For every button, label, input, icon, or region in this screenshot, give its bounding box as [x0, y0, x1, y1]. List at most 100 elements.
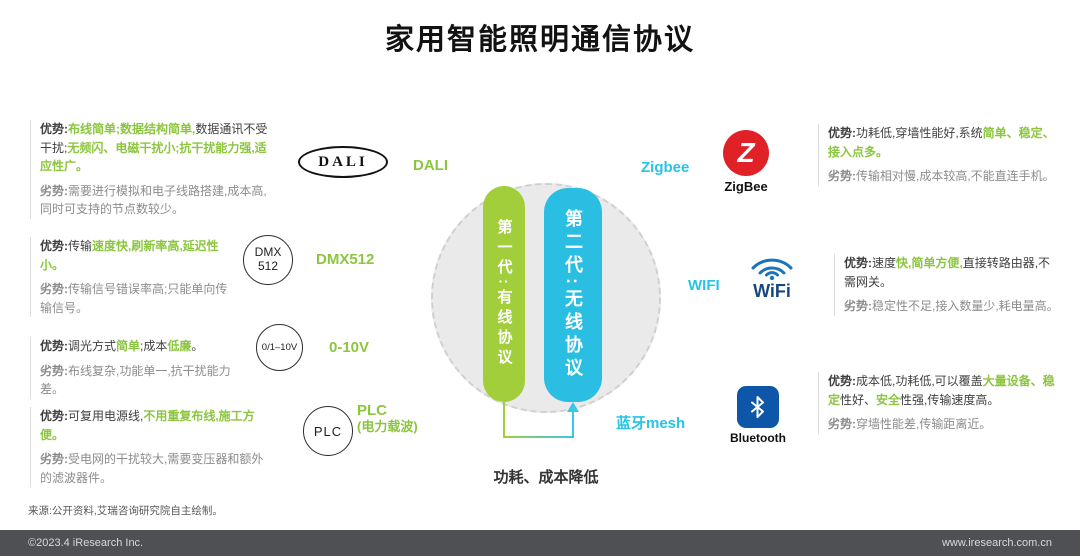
gen1-wired-pill: 第一代:有线协议: [483, 186, 525, 402]
text-segment: 优势:: [828, 126, 856, 140]
bluetooth-description: 优势:成本低,功耗低,可以覆盖大量设备、稳定性好、安全性强,传输速度高。 劣势:…: [818, 372, 1060, 434]
zero-ten-v-icon: 0/1–10V: [256, 324, 303, 371]
text-segment: 功耗低,穿墙性能好,系统: [856, 126, 983, 140]
text-segment: 穿墙性能差,传输距离近。: [856, 417, 992, 432]
bluetooth-logo-icon: Bluetooth: [722, 386, 794, 445]
zigbee-description: 优势:功耗低,穿墙性能好,系统简单、稳定、接入点多。 劣势:传输相对慢,成本较高…: [818, 124, 1060, 186]
text-segment: 直接转路由器,不需网关。: [844, 256, 1051, 289]
text-segment: 劣势:: [40, 282, 68, 297]
text-segment: 受电网的干扰较大,需要变压器和额外的滤波器件。: [40, 452, 264, 485]
text-segment: 快,简单方便,: [896, 256, 963, 270]
text-segment: 劣势:: [40, 363, 68, 378]
plc-description: 优势:可复用电源线,不用重复布线,施工方便。 劣势:受电网的干扰较大,需要变压器…: [30, 407, 275, 488]
gen2-label: 第二代:无线协议: [563, 209, 583, 381]
text-segment: 优势:: [40, 409, 68, 423]
bluetooth-rune-icon: [751, 396, 764, 418]
dmx512-description: 优势:传输速度快,刷新率高,延迟性小。 劣势:传输信号错误率高;只能单向传输信号…: [30, 237, 238, 318]
wifi-description: 优势:速度快,简单方便,直接转路由器,不需网关。 劣势:稳定性不足,接入数量少,…: [834, 254, 1062, 316]
dali-label: DALI: [413, 157, 448, 174]
transition-arrow-icon: [503, 401, 579, 438]
zigbee-logo-mark: Z: [723, 130, 769, 176]
text-segment: 成本低,功耗低,可以覆盖: [856, 374, 983, 388]
advantage-text: 优势:速度快,简单方便,直接转路由器,不需网关。: [844, 254, 1062, 291]
text-segment: 无频闪、电磁干扰小;抗干扰能力强,适应性广。: [40, 140, 267, 174]
text-segment: 大量设备、稳定: [828, 374, 1055, 407]
zero-ten-v-icon-text: 0/1–10V: [261, 342, 298, 353]
disadvantage-text: 劣势:传输信号错误率高;只能单向传输信号。: [40, 280, 238, 317]
text-segment: 优势:: [40, 122, 68, 136]
footer-bar: ©2023.4 iResearch Inc. www.iresearch.com…: [0, 530, 1080, 556]
text-segment: 优势:: [844, 256, 872, 270]
advantage-text: 优势:传输速度快,刷新率高,延迟性小。: [40, 237, 238, 274]
text-segment: 。: [191, 339, 204, 353]
text-segment: 需要进行模拟和电子线路搭建,成本高,同时可支持的节点数较少。: [40, 183, 267, 217]
wifi-logo-icon: WiFi: [740, 256, 804, 302]
text-segment: 速度快,刷新率高,延迟性小。: [40, 239, 219, 272]
gen1-label: 第一代:有线协议: [495, 219, 513, 369]
text-segment: 布线简单;数据结构简单,: [68, 122, 196, 136]
text-segment: 优势:: [828, 374, 856, 388]
advantage-text: 优势:成本低,功耗低,可以覆盖大量设备、稳定性好、安全性强,传输速度高。: [828, 372, 1060, 409]
dali-logo-icon: DALI: [298, 146, 388, 178]
text-segment: 数据通讯不受干扰;: [40, 122, 268, 155]
zero-ten-v-description: 优势:调光方式简单;成本低廉。 劣势:布线复杂,功能单一,抗干扰能力差。: [30, 337, 252, 399]
bluetooth-logo-mark: [737, 386, 779, 428]
bluetooth-mesh-label: 蓝牙mesh: [616, 415, 686, 432]
text-segment: 劣势:: [40, 183, 68, 198]
dmx512-label: DMX512: [316, 251, 375, 268]
wifi-label: WIFI: [688, 277, 720, 294]
disadvantage-text: 劣势:稳定性不足,接入数量少,耗电量高。: [844, 297, 1062, 316]
disadvantage-text: 劣势:穿墙性能差,传输距离近。: [828, 415, 1060, 434]
zigbee-logo-icon: Z ZigBee: [714, 130, 778, 194]
advantage-text: 优势:布线简单;数据结构简单,数据通讯不受干扰;无频闪、电磁干扰小;抗干扰能力强…: [40, 120, 270, 176]
text-segment: 调光方式: [68, 339, 117, 353]
gen2-wireless-pill: 第二代:无线协议: [544, 188, 602, 402]
disadvantage-text: 劣势:传输相对慢,成本较高,不能直连手机。: [828, 167, 1060, 186]
text-segment: 稳定性不足,接入数量少,耗电量高。: [872, 299, 1059, 314]
bluetooth-logo-caption: Bluetooth: [730, 431, 786, 445]
footer-copyright: ©2023.4 iResearch Inc.: [28, 537, 144, 549]
zigbee-logo-caption: ZigBee: [724, 179, 768, 194]
plc-label-main: PLC: [357, 402, 387, 419]
text-segment: 不用重复布线,施工方便。: [40, 409, 255, 442]
text-segment: 速度: [872, 256, 897, 270]
plc-icon-text: PLC: [313, 423, 343, 439]
advantage-text: 优势:调光方式简单;成本低廉。: [40, 337, 252, 356]
dmx512-icon-line2: 512: [257, 259, 279, 273]
advantage-text: 优势:功耗低,穿墙性能好,系统简单、稳定、接入点多。: [828, 124, 1060, 161]
text-segment: 劣势:: [828, 169, 856, 184]
zigbee-logo-letter: Z: [737, 137, 755, 168]
advantage-text: 优势:可复用电源线,不用重复布线,施工方便。: [40, 407, 275, 444]
text-segment: 布线复杂,功能单一,抗干扰能力差。: [40, 363, 231, 397]
wifi-arcs-icon: [751, 258, 793, 280]
disadvantage-text: 劣势:需要进行模拟和电子线路搭建,成本高,同时可支持的节点数较少。: [40, 182, 270, 219]
zigbee-label: Zigbee: [641, 159, 690, 176]
text-segment: 安全: [876, 392, 901, 407]
text-segment: 劣势:: [828, 417, 856, 432]
disadvantage-text: 劣势:布线复杂,功能单一,抗干扰能力差。: [40, 362, 252, 399]
dmx512-icon: DMX 512: [243, 235, 293, 285]
disadvantage-text: 劣势:受电网的干扰较大,需要变压器和额外的滤波器件。: [40, 450, 275, 487]
page-title: 家用智能照明通信协议: [384, 24, 695, 56]
dmx512-icon-line1: DMX: [254, 245, 282, 260]
dali-logo-text: DALI: [318, 153, 368, 170]
text-segment: 简单、稳定、接入点多。: [828, 126, 1055, 159]
text-segment: 劣势:: [844, 299, 872, 314]
text-segment: 传输信号错误率高;只能单向传输信号。: [40, 282, 228, 315]
text-segment: 简单: [116, 339, 141, 353]
wifi-wordmark: WiFi: [753, 281, 791, 301]
plc-label-sub: (电力载波): [357, 419, 418, 434]
text-segment: 传输相对慢,成本较高,不能直连手机。: [856, 169, 1055, 184]
plc-label: PLC (电力载波): [357, 402, 418, 435]
text-segment: 性好、: [840, 392, 877, 407]
transition-label: 功耗、成本降低: [493, 469, 599, 486]
footer-website: www.iresearch.com.cn: [941, 537, 1052, 549]
text-segment: 优势:: [40, 239, 68, 253]
text-segment: ;成本: [140, 339, 168, 353]
text-segment: 性强,传输速度高。: [900, 392, 1000, 407]
text-segment: 低廉: [167, 339, 192, 353]
zero-ten-v-label: 0-10V: [329, 339, 370, 356]
source-note: 来源:公开资料,艾瑞咨询研究院自主绘制。: [28, 505, 223, 517]
text-segment: 优势:: [40, 339, 68, 353]
